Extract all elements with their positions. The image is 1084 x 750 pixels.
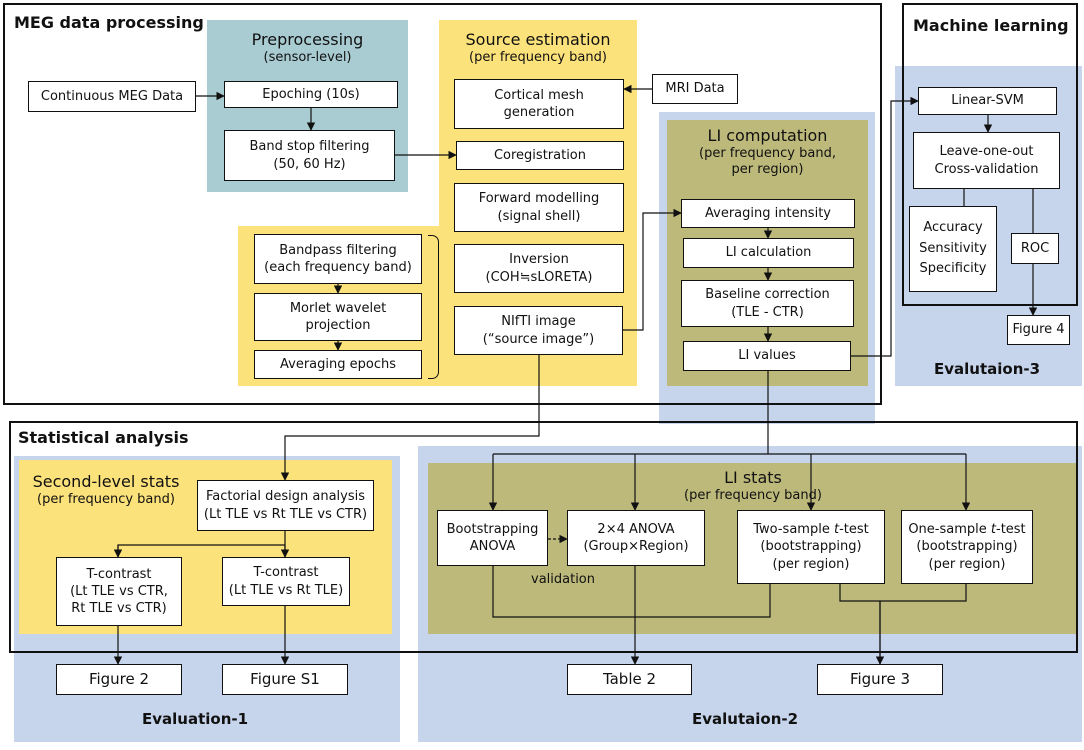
- box-bandpass-filtering: Bandpass filtering (each frequency band): [254, 234, 422, 284]
- box-cortical-mesh: Cortical mesh generation: [454, 79, 624, 129]
- box-averaging-epochs-line-1: Averaging epochs: [280, 356, 396, 372]
- box-bandpass-filtering-line-2: (each frequency band): [264, 260, 412, 275]
- box-forward-modelling-line-1: Forward modelling: [478, 191, 600, 207]
- box-mri-data-line-1: MRI Data: [665, 81, 725, 97]
- box-epoching-line-1: Epoching (10s): [262, 86, 360, 102]
- box-morlet-wavelet-line-1: Morlet wavelet: [289, 300, 387, 316]
- box-2x4-anova-line-1: 2×4 ANOVA: [597, 521, 675, 537]
- box-table-2: Table 2: [567, 664, 692, 695]
- box-baseline-correction: Baseline correction(TLE - CTR): [681, 280, 854, 327]
- box-forward-modelling: Forward modelling(signal shell): [454, 183, 624, 232]
- box-bootstrapping-anova-line-1: Bootstrapping: [446, 521, 539, 537]
- evaluation-1-label: Evaluation-1: [142, 710, 249, 728]
- box-coregistration-line-1: Coregistration: [493, 147, 587, 163]
- box-li-values: LI values: [683, 341, 851, 371]
- preprocessing-heading: Preprocessing (sensor-level): [251, 30, 364, 65]
- box-linear-svm: Linear-SVM: [918, 87, 1057, 115]
- box-baseline-correction-line-1: Baseline correction: [705, 287, 830, 303]
- box-performance-metrics-line-3: Specificity: [919, 261, 987, 277]
- box-averaging-epochs: Averaging epochs: [254, 350, 422, 379]
- box-figure-3: Figure 3: [817, 664, 943, 695]
- evaluation-3-label: Evalutaion-3: [934, 360, 1041, 378]
- box-table-2-line-1: Table 2: [602, 669, 657, 688]
- box-averaging-intensity: Averaging intensity: [681, 199, 855, 228]
- box-li-calculation: LI calculation: [683, 238, 854, 268]
- machine-learning-title: Machine learning: [913, 16, 1069, 35]
- statistical-analysis-frame: [9, 421, 1078, 653]
- li-computation-heading: LI computation (per frequency band, per …: [699, 126, 836, 178]
- box-inversion: Inversion(COH≒sLORETA): [454, 244, 624, 293]
- box-figure-4-line-1: Figure 4: [1012, 322, 1065, 338]
- box-figure-s1-line-1: Figure S1: [250, 669, 320, 688]
- li-stats-heading: LI stats (per frequency band): [684, 468, 822, 503]
- box-factorial-design: Factorial design analysis(Lt TLE vs Rt T…: [197, 480, 374, 531]
- statistical-analysis-title: Statistical analysis: [18, 428, 189, 447]
- meg-processing-title: MEG data processing: [14, 13, 204, 32]
- box-figure-s1: Figure S1: [222, 664, 348, 695]
- evaluation-2-label: Evalutaion-2: [692, 710, 799, 728]
- box-performance-metrics-line-2: Sensitivity: [919, 240, 987, 256]
- box-t-contrast-2-line-2: (Lt TLE vs Rt TLE): [228, 582, 344, 598]
- box-performance-metrics-line-1: Accuracy: [923, 219, 983, 235]
- box-nifti-image-line-2: (“source image”): [482, 331, 595, 347]
- two-sample-line-1: Two-sample t-test: [753, 522, 869, 538]
- box-continuous-meg-line-1: Continuous MEG Data: [40, 88, 184, 104]
- box-band-stop-filtering-line-2: (50, 60 Hz): [273, 156, 346, 172]
- box-roc: ROC: [1011, 233, 1059, 264]
- box-mri-data: MRI Data: [652, 74, 738, 104]
- box-morlet-wavelet: Morlet wavelet projection: [254, 293, 422, 341]
- box-t-contrast-2-line-1: T-contrast: [253, 565, 319, 581]
- box-li-calculation-line-1: LI calculation: [725, 245, 812, 261]
- box-factorial-design-line-1: Factorial design analysis: [205, 489, 365, 505]
- box-roc-line-1: ROC: [1020, 240, 1050, 256]
- box-nifti-image: NIfTI image(“source image”): [454, 306, 623, 355]
- box-continuous-meg: Continuous MEG Data: [28, 81, 196, 112]
- box-forward-modelling-line-2: (signal shell): [497, 208, 581, 224]
- box-baseline-correction-line-2: (TLE - CTR): [731, 304, 804, 320]
- box-coregistration: Coregistration: [456, 141, 624, 170]
- box-figure-2-line-1: Figure 2: [88, 669, 150, 688]
- box-t-contrast-1-line-2: (Lt TLE vs CTR,: [70, 583, 168, 599]
- box-leave-one-out-line-1: Leave-one-out: [939, 144, 1034, 160]
- validation-label: validation: [531, 572, 596, 587]
- box-band-stop-filtering: Band stop filtering(50, 60 Hz): [224, 130, 395, 181]
- box-inversion-line-2: (COH≒sLORETA): [485, 269, 593, 285]
- box-figure-2: Figure 2: [56, 664, 182, 695]
- box-inversion-line-1: Inversion: [509, 252, 569, 268]
- box-factorial-design-line-2: (Lt TLE vs Rt TLE vs CTR): [203, 506, 368, 522]
- box-bandpass-filtering-line-1: Bandpass filtering: [279, 242, 397, 258]
- box-leave-one-out-line-2: Cross-validation: [934, 161, 1039, 177]
- box-linear-svm-line-1: Linear-SVM: [951, 93, 1024, 109]
- box-bootstrapping-anova-line-2: ANOVA: [469, 539, 516, 554]
- box-cortical-mesh-line-1: Cortical mesh: [494, 87, 584, 103]
- box-two-sample-t-test: Two-sample t-test (bootstrapping) (per r…: [737, 510, 885, 584]
- box-morlet-wavelet-line-2: projection: [305, 318, 371, 333]
- box-nifti-image-line-1: NIfTI image: [501, 314, 576, 330]
- bracket-time-frequency: [428, 235, 439, 379]
- box-one-sample-t-test: One-sample t-test (bootstrapping) (per r…: [901, 510, 1033, 584]
- box-figure-4: Figure 4: [1007, 315, 1070, 345]
- box-t-contrast-2: T-contrast(Lt TLE vs Rt TLE): [222, 557, 350, 606]
- box-cortical-mesh-line-2: generation: [503, 105, 575, 120]
- box-2x4-anova: 2×4 ANOVA (Group×Region): [567, 510, 705, 566]
- second-level-heading: Second-level stats (per frequency band): [32, 472, 180, 507]
- box-figure-3-line-1: Figure 3: [849, 669, 911, 688]
- box-2x4-anova-line-2: (Group×Region): [583, 539, 689, 554]
- source-estimation-heading: Source estimation (per frequency band): [465, 30, 611, 65]
- box-t-contrast-1: T-contrast(Lt TLE vs CTR, Rt TLE vs CTR): [56, 557, 182, 626]
- box-epoching: Epoching (10s): [224, 81, 398, 108]
- box-averaging-intensity-line-1: Averaging intensity: [705, 205, 831, 221]
- box-li-values-line-1: LI values: [738, 348, 796, 364]
- box-band-stop-filtering-line-1: Band stop filtering: [249, 139, 370, 155]
- box-t-contrast-1-line-3: Rt TLE vs CTR): [71, 601, 167, 617]
- box-t-contrast-1-line-1: T-contrast: [86, 566, 152, 582]
